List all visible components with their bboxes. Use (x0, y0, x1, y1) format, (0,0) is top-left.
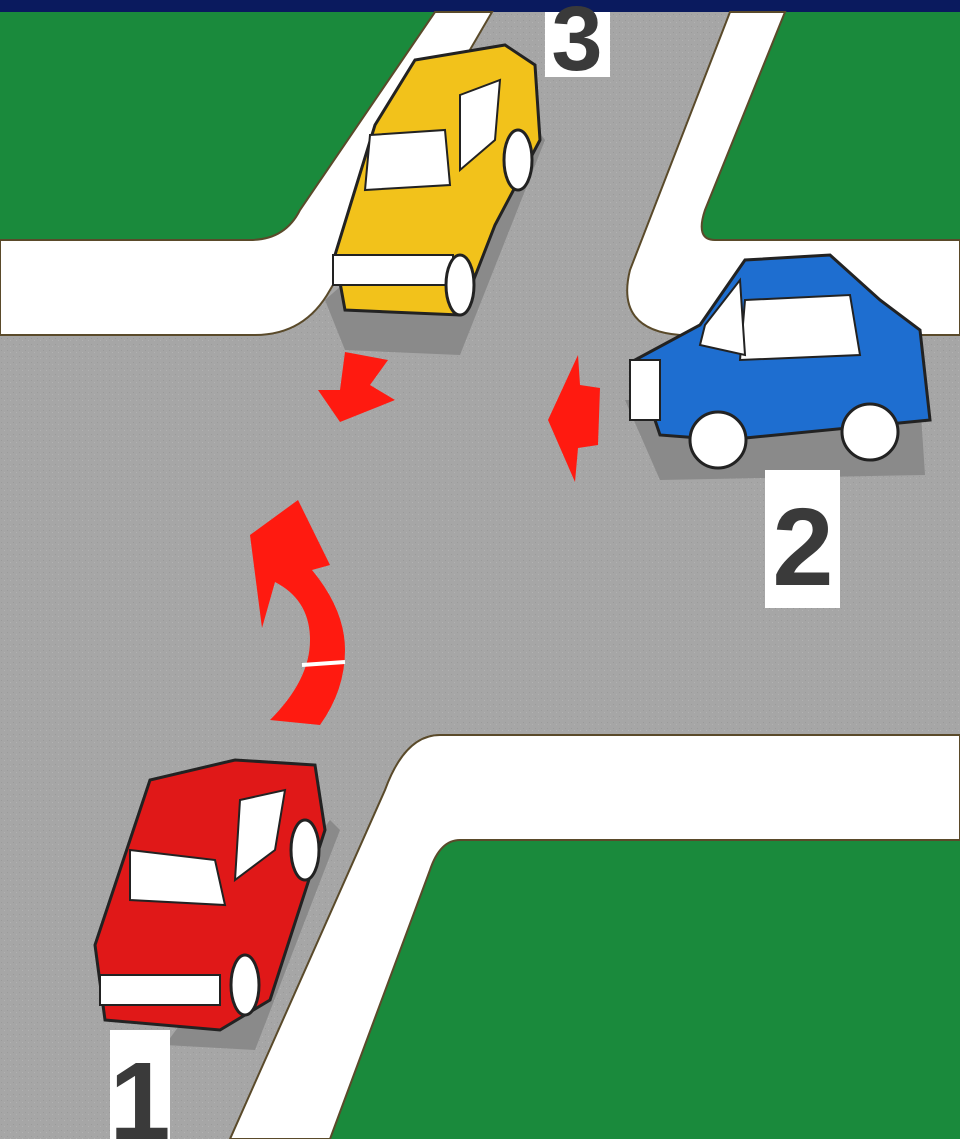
vehicle-2-number-card: 2 (765, 470, 840, 609)
vehicle-3-number-card: 3 (545, 0, 610, 90)
vehicle-3-number: 3 (551, 0, 602, 90)
vehicle-3-windshield (365, 130, 450, 190)
vehicle-1-number-card: 1 (109, 1030, 170, 1139)
vehicle-1-bumper (100, 975, 220, 1005)
vehicle-3-bumper (333, 255, 453, 285)
vehicle-3-wheel-front (446, 255, 474, 315)
vehicle-2-bumper (630, 360, 660, 420)
vehicle-3-wheel-rear (504, 130, 532, 190)
vehicle-2-wheel-front (690, 412, 746, 468)
frame-top-bar (0, 0, 960, 12)
vehicle-1-number: 1 (109, 1040, 170, 1139)
vehicle-2-number: 2 (772, 486, 833, 609)
vehicle-2-wheel-rear (842, 404, 898, 460)
vehicle-1-wheel-front (231, 955, 259, 1015)
vehicle-1-wheel-rear (291, 820, 319, 880)
vehicle-2-window (740, 295, 860, 360)
